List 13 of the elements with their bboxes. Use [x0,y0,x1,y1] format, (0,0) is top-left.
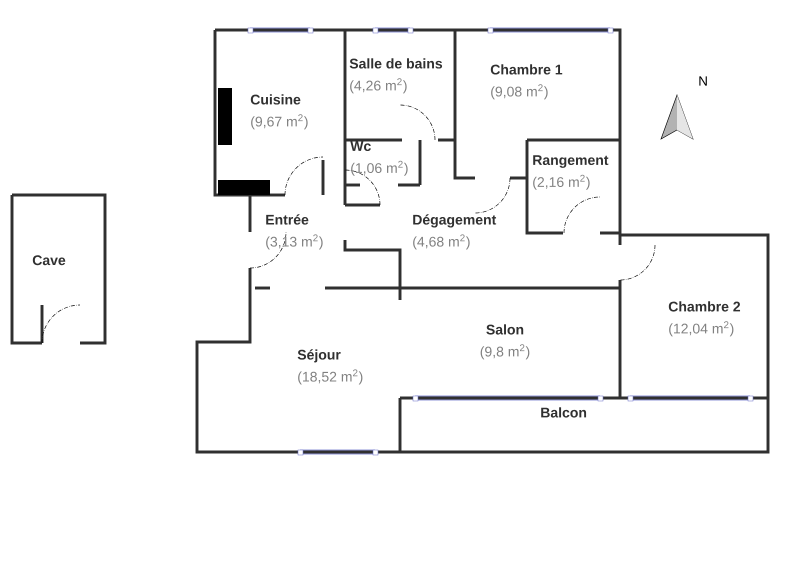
room-label: Dégagement (4,68 m$^{2}$) [413,214,496,250]
room-label: Chambre 1 (9,08 m$^{2}$) [490,64,562,100]
room-label: Chambre 2 (12,04 m$^{2}$) [668,301,740,336]
room-label: Salon (9,8 m$^{2}$) [480,324,530,360]
compass-label: N [699,76,707,86]
room-label: Cuisine (9,67 m$^{2}$) [250,94,308,130]
room-label: Entrée (3,13 m$^{2}$) [266,214,323,250]
room-label: Balcon [541,407,586,418]
room-label: Rangement (2,16 m$^{2}$) [533,155,608,190]
room-label: Wc (1,06 m$^{2}$) [350,141,408,176]
room-label: Séjour (18,52 m$^{2}$) [298,349,362,384]
room-label: Salle de bains (4,26 m$^{2}$) [350,58,442,94]
room-label: Cave [32,255,66,266]
